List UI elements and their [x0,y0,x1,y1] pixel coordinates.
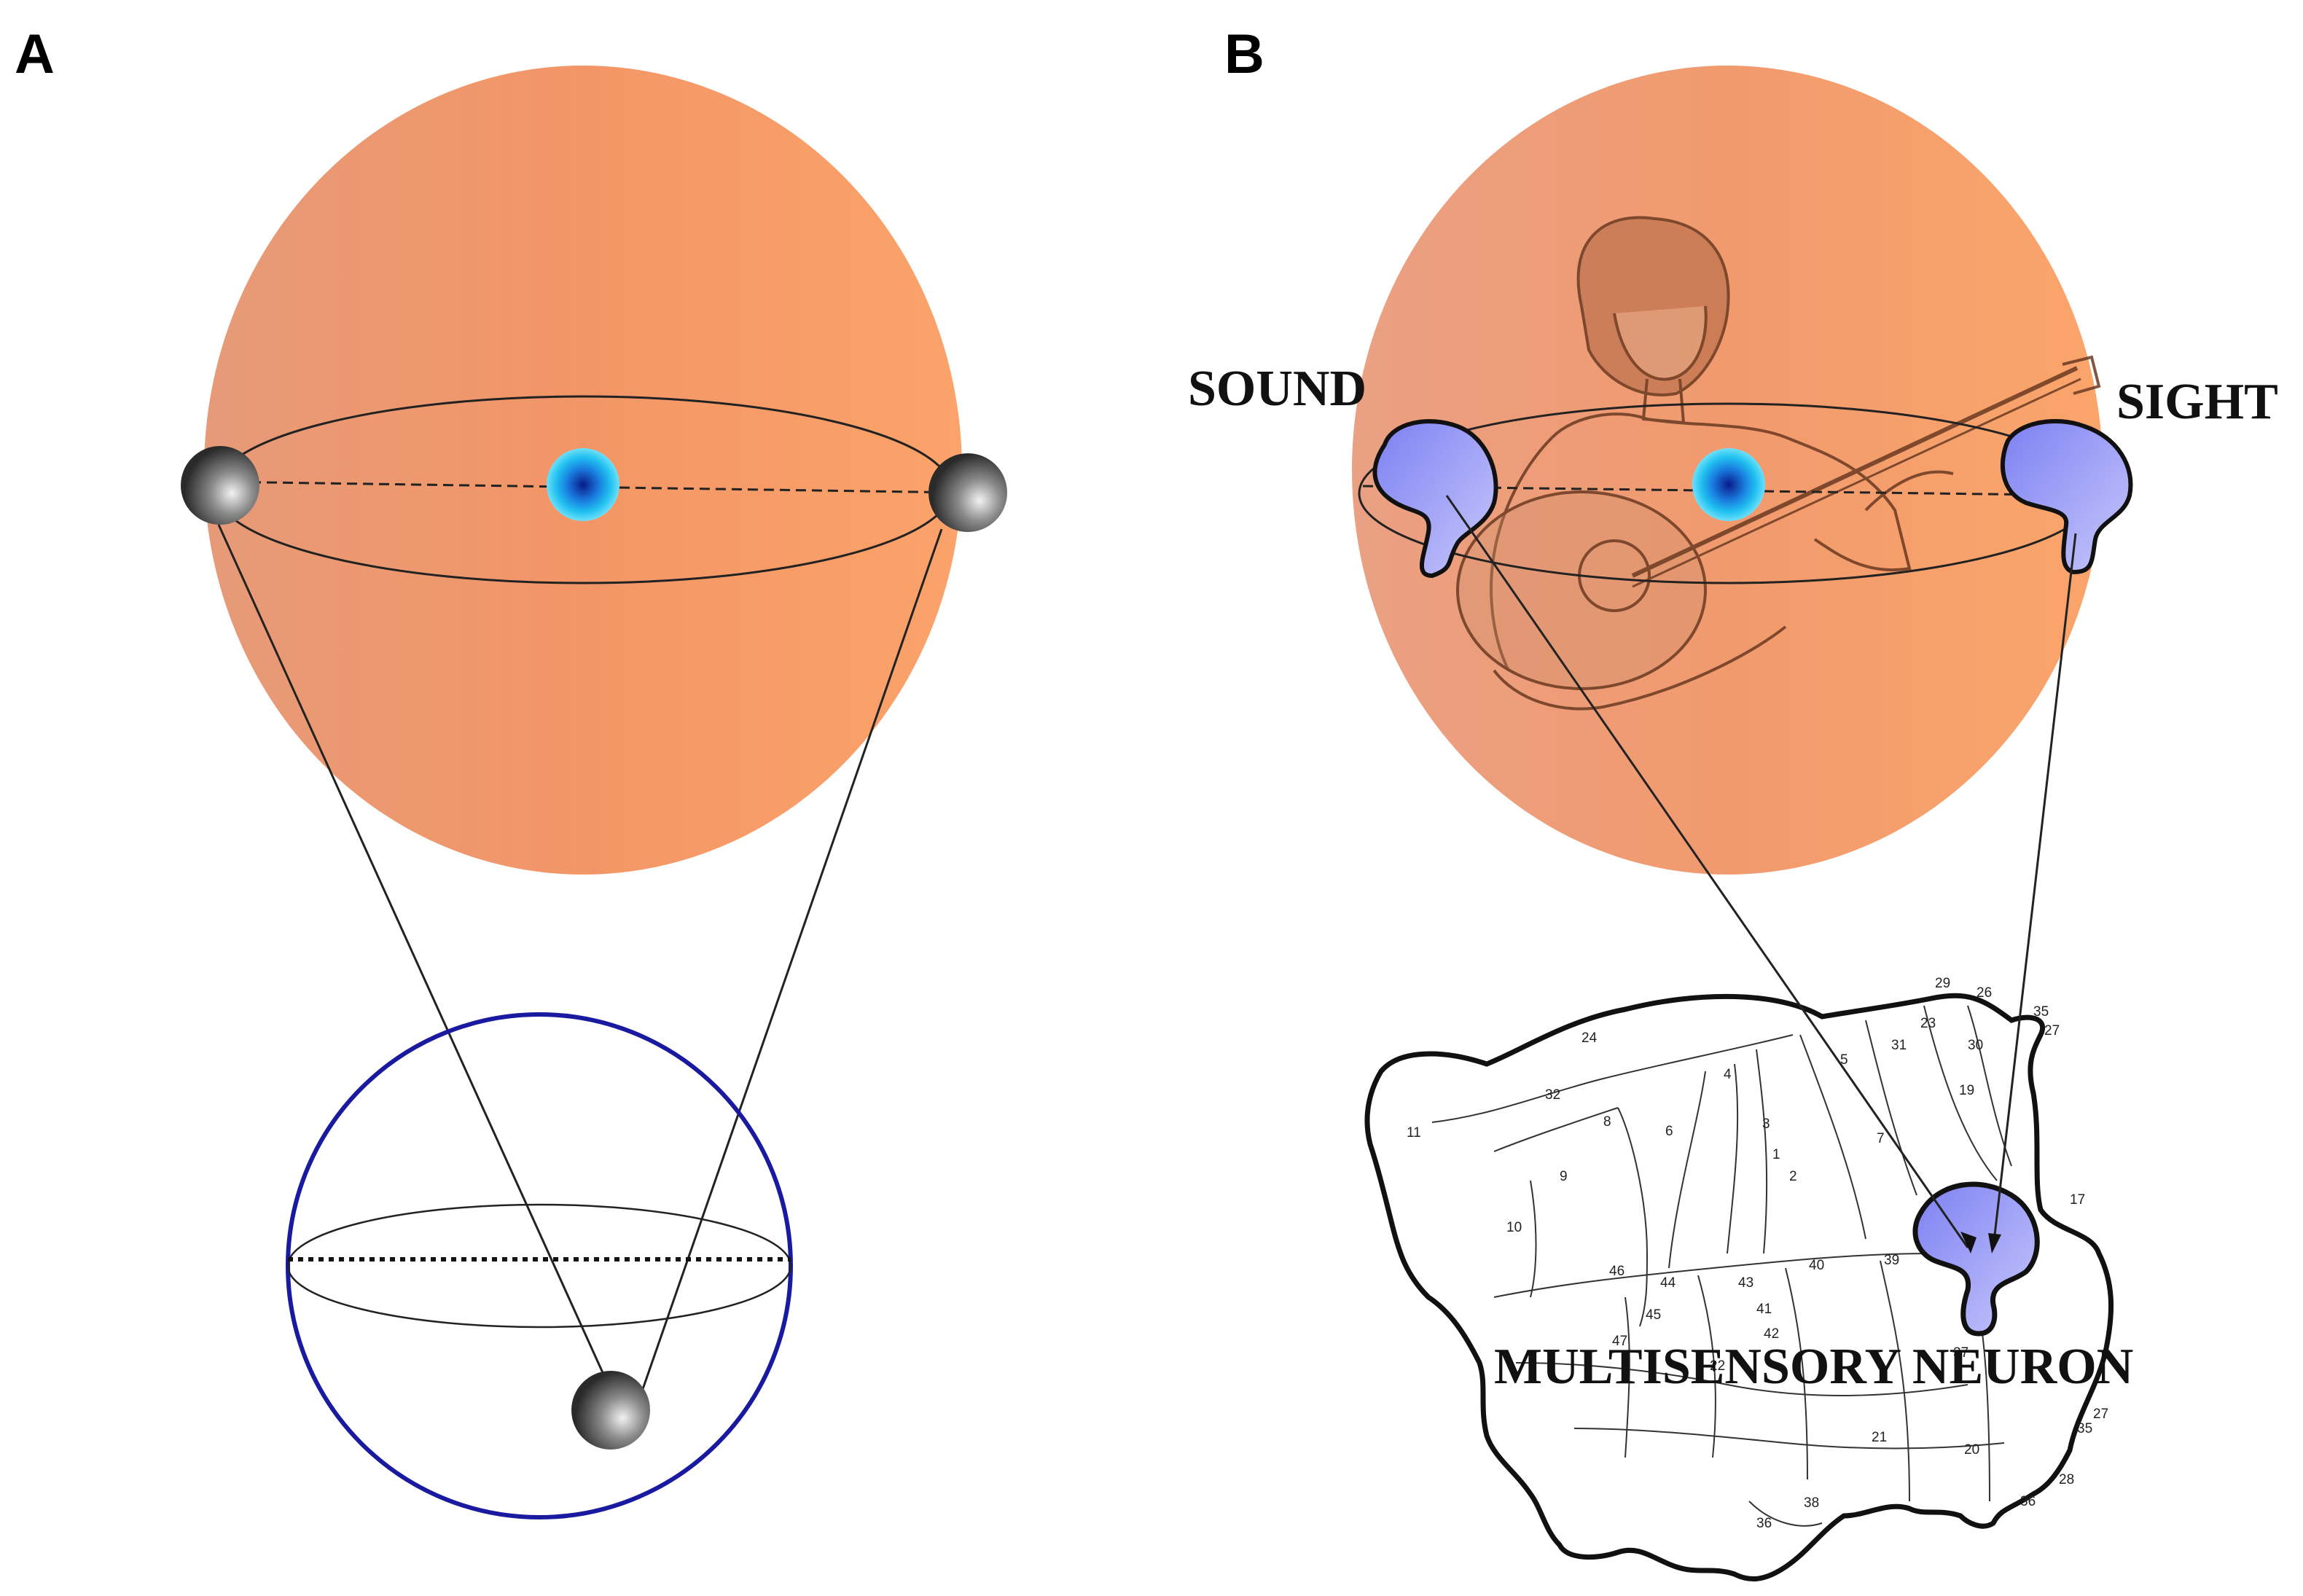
area-label: 30 [1968,1038,1983,1053]
area-label: 6 [1665,1124,1673,1139]
area-label: 38 [1804,1495,1819,1511]
center-dot-a [547,448,619,521]
area-label: 36 [2020,1494,2036,1509]
area-label: 1 [1772,1147,1780,1162]
area-label: 32 [1545,1087,1560,1103]
area-label: 22 [1710,1358,1725,1374]
sight-label: SIGHT [2116,374,2278,430]
area-label: 27 [2093,1407,2108,1422]
neuron-ball-a [571,1371,650,1450]
sound-label: SOUND [1188,361,1366,417]
small-sphere-a [286,1012,793,1519]
area-label: 9 [1560,1169,1568,1184]
area-label: 44 [1660,1275,1676,1291]
right-ball-a [928,453,1007,532]
brain-map: 24 32 11 8 6 4 3 1 2 5 7 31 23 29 26 30 … [1364,976,2114,1582]
area-label: 20 [1964,1442,1979,1458]
area-label: 10 [1506,1220,1522,1235]
area-label: 5 [1840,1052,1848,1068]
area-label: 23 [1920,1016,1936,1031]
area-label: 21 [1872,1430,1887,1445]
area-label: 27 [2044,1023,2060,1038]
projection-line-right-a [630,528,943,1423]
area-label: 36 [1756,1516,1772,1531]
area-label: 37 [1953,1345,1968,1361]
area-label: 8 [1603,1114,1611,1130]
area-label: 11 [1407,1125,1421,1141]
area-label: 29 [1935,976,1950,991]
area-label: 40 [1809,1258,1824,1273]
neuron-receptive-field [1912,1181,2040,1337]
area-label: 47 [1612,1334,1627,1349]
area-label: 31 [1891,1038,1907,1053]
area-label: 4 [1724,1067,1732,1082]
left-ball-a [181,446,259,525]
multisensory-neuron-label: MULTISENSORY NEURON [1494,1339,2133,1395]
area-label: 7 [1877,1131,1885,1146]
projection-line-sound [1445,495,1969,1248]
area-label: 43 [1738,1275,1753,1291]
guitarist-illustration [1456,216,2101,711]
panel-b-label: B [1224,23,1264,85]
projection-line-sight [1992,533,2077,1248]
area-label: 35 [2077,1421,2092,1436]
area-label: 28 [2059,1472,2074,1487]
panel-a: A [15,23,1007,1519]
sight-receptive-field [2000,418,2133,575]
area-label: 2 [1789,1169,1797,1184]
area-label: 42 [1764,1326,1779,1342]
panel-b: B SOUND SIGHT [1188,23,2278,1582]
area-label: 41 [1756,1302,1772,1317]
center-dot-b [1692,448,1765,521]
area-label: 24 [1581,1030,1598,1046]
area-label: 39 [1884,1253,1899,1268]
area-label: 26 [1976,985,1992,1001]
arrowhead-sight [1988,1233,2001,1253]
small-equator-a [286,1203,792,1329]
area-label: 17 [2070,1192,2085,1208]
area-label: 3 [1762,1116,1770,1132]
projection-line-left-a [217,524,627,1423]
panel-a-label: A [15,23,55,85]
arrowhead-sound [1960,1232,1976,1253]
brain-outline [1364,993,2114,1582]
area-label: 45 [1646,1307,1661,1323]
area-label: 46 [1609,1264,1624,1279]
sound-receptive-field [1372,419,1498,579]
area-label: 35 [2033,1004,2049,1020]
area-label: 19 [1959,1083,1974,1098]
